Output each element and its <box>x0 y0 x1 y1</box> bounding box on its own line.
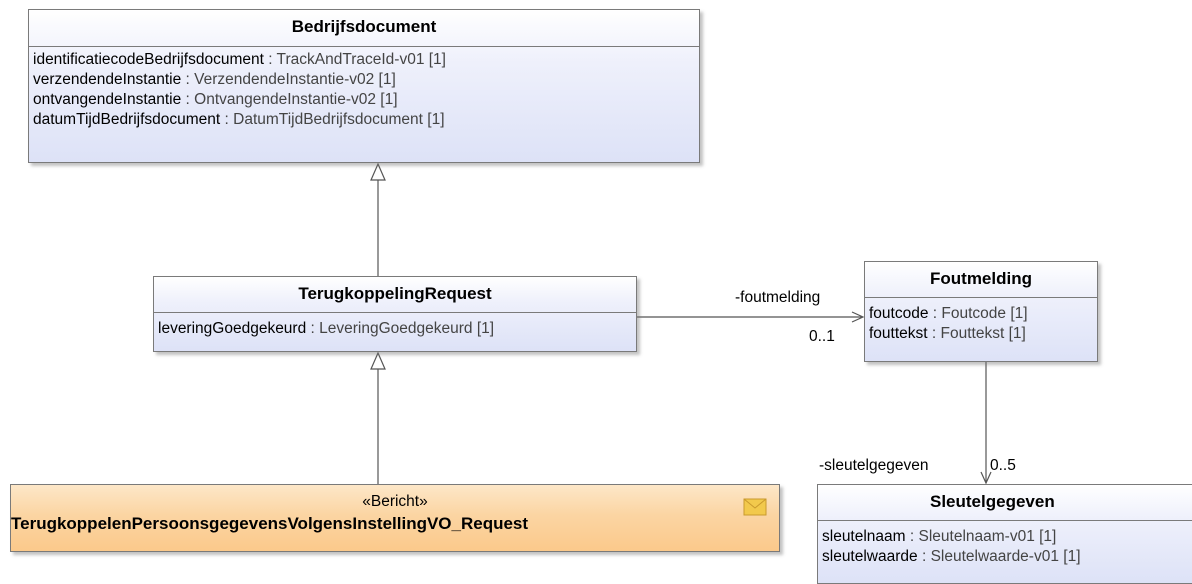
class-foutmelding[interactable]: Foutmelding foutcode : Foutcode [1] fout… <box>864 261 1098 362</box>
attribute-type: : VerzendendeInstantie-v02 [1] <box>181 71 396 88</box>
attribute-list: sleutelnaam : Sleutelnaam-v01 [1] sleute… <box>818 521 1192 570</box>
attribute: datumTijdBedrijfsdocument : DatumTijdBed… <box>33 110 695 130</box>
class-title: TerugkoppelenPersoonsgegevensVolgensInst… <box>11 514 529 533</box>
attribute-name: ontvangendeInstantie <box>33 91 182 108</box>
attribute-name: datumTijdBedrijfsdocument <box>33 111 221 128</box>
association-role-label: -sleutelgegeven <box>819 457 929 474</box>
class-title: Sleutelgegeven <box>818 485 1192 521</box>
attribute-type: : Fouttekst [1] <box>927 325 1026 342</box>
attribute-type: : DatumTijdBedrijfsdocument [1] <box>220 111 445 128</box>
attribute-type: : OntvangendeInstantie-v02 [1] <box>181 91 398 108</box>
attribute-type: : Sleutelnaam-v01 [1] <box>905 528 1057 545</box>
attribute-name: sleutelwaarde <box>822 548 918 565</box>
attribute: sleutelnaam : Sleutelnaam-v01 [1] <box>822 527 1192 547</box>
class-bedrijfsdocument[interactable]: Bedrijfsdocument identificatiecodeBedrij… <box>28 9 700 163</box>
attribute: sleutelwaarde : Sleutelwaarde-v01 [1] <box>822 547 1192 567</box>
attribute-type: : LeveringGoedgekeurd [1] <box>306 320 495 337</box>
envelope-icon <box>743 498 767 516</box>
association-multiplicity-label: 0..1 <box>809 328 835 345</box>
attribute: identificatiecodeBedrijfsdocument : Trac… <box>33 50 695 70</box>
association-role-label: -foutmelding <box>735 289 821 306</box>
class-terugkoppelingrequest[interactable]: TerugkoppelingRequest leveringGoedgekeur… <box>153 276 637 352</box>
association-arrowhead <box>851 311 865 323</box>
class-title-text: Sleutelgegeven <box>930 492 1055 511</box>
attribute-name: foutcode <box>869 305 929 322</box>
generalization-arrowhead <box>370 162 386 181</box>
attribute: foutcode : Foutcode [1] <box>869 304 1093 324</box>
attribute-list: identificatiecodeBedrijfsdocument : Trac… <box>29 47 699 133</box>
attribute-name: identificatiecodeBedrijfsdocument <box>33 51 264 68</box>
association-multiplicity-label: 0..5 <box>990 457 1016 474</box>
association-arrowhead <box>980 471 992 485</box>
class-title: TerugkoppelingRequest <box>154 277 636 313</box>
attribute: verzendendeInstantie : VerzendendeInstan… <box>33 70 695 90</box>
generalization-arrowhead <box>370 351 386 370</box>
attribute: ontvangendeInstantie : OntvangendeInstan… <box>33 90 695 110</box>
attribute-name: verzendendeInstantie <box>33 71 182 88</box>
attribute-type: : Foutcode [1] <box>928 305 1028 322</box>
class-title: Bedrijfsdocument <box>29 10 699 47</box>
attribute-list: foutcode : Foutcode [1] fouttekst : Fout… <box>865 298 1097 347</box>
stereotype-label: «Bericht» <box>362 493 428 510</box>
attribute: leveringGoedgekeurd : LeveringGoedgekeur… <box>158 319 632 339</box>
class-title: Foutmelding <box>865 262 1097 298</box>
attribute-type: : Sleutelwaarde-v01 [1] <box>917 548 1081 565</box>
attribute-list: leveringGoedgekeurd : LeveringGoedgekeur… <box>154 313 636 342</box>
class-sleutelgegeven[interactable]: Sleutelgegeven sleutelnaam : Sleutelnaam… <box>817 484 1192 584</box>
attribute-type: : TrackAndTraceId-v01 [1] <box>263 51 446 68</box>
attribute-name: fouttekst <box>869 325 928 342</box>
attribute-name: leveringGoedgekeurd <box>158 320 307 337</box>
attribute: fouttekst : Fouttekst [1] <box>869 324 1093 344</box>
attribute-name: sleutelnaam <box>822 528 906 545</box>
class-bericht-request[interactable]: «Bericht» TerugkoppelenPersoonsgegevensV… <box>10 484 780 552</box>
